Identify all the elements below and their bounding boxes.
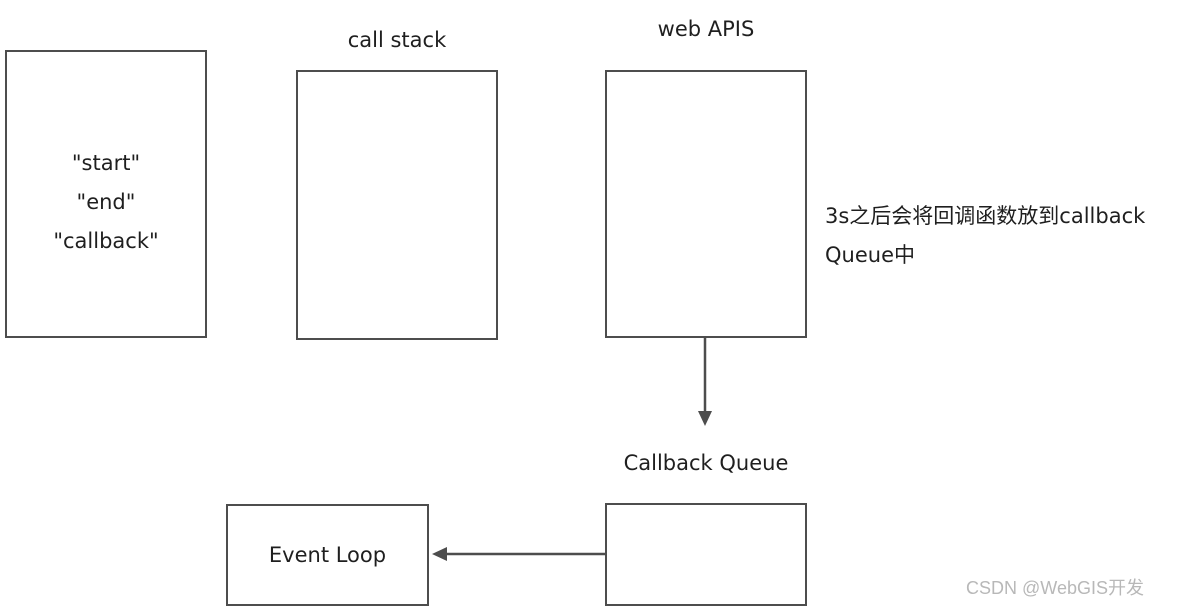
console-line-end: "end" xyxy=(76,190,136,214)
console-line-start: "start" xyxy=(71,151,141,175)
call-stack-label: call stack xyxy=(347,28,447,52)
web-apis-box xyxy=(605,70,807,338)
event-loop-box: Event Loop xyxy=(226,504,429,606)
console-lines: "start" "end" "callback" xyxy=(7,144,205,261)
event-loop-label: Event Loop xyxy=(268,543,387,567)
arrow-webapis-to-queue xyxy=(698,338,712,426)
callback-queue-label: Callback Queue xyxy=(623,451,789,475)
web-apis-note-line-1: 3s之后会将回调函数放到callback xyxy=(825,204,1146,228)
arrow-queue-to-eventloop xyxy=(432,547,605,561)
console-output-box: "start" "end" "callback" xyxy=(5,50,207,338)
web-apis-note-line-2: Queue中 xyxy=(825,243,915,267)
web-apis-label: web APIS xyxy=(657,17,755,41)
csdn-watermark: CSDN @WebGIS开发 xyxy=(966,578,1144,598)
callback-queue-box xyxy=(605,503,807,606)
call-stack-box xyxy=(296,70,498,340)
web-apis-note: 3s之后会将回调函数放到callback Queue中 xyxy=(825,197,1180,275)
console-line-callback: "callback" xyxy=(53,229,159,253)
